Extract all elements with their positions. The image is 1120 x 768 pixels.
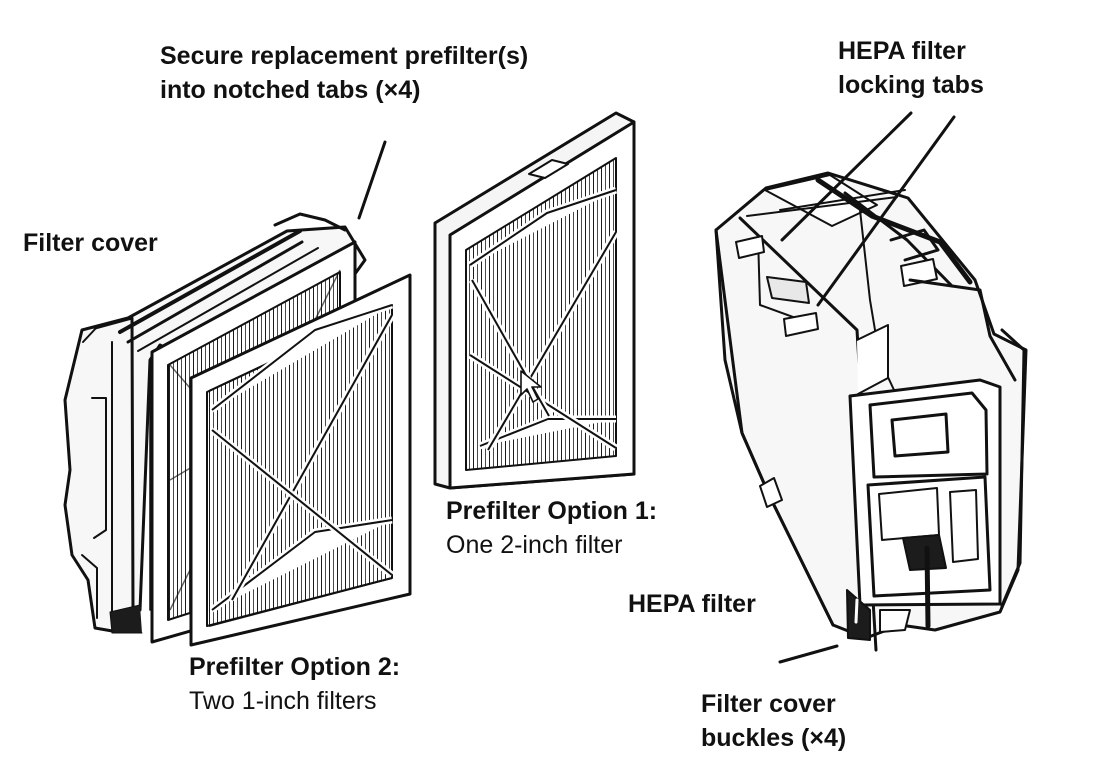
prefilter-option-1-label: Prefilter Option 1: One 2-inch filter <box>446 494 657 562</box>
filter-cover-buckles-label-line-1: Filter cover <box>701 690 836 718</box>
callout-leader-lines <box>357 111 956 664</box>
hepa-unit <box>714 171 1028 652</box>
hepa-locking-tabs-label-line-1: HEPA filter <box>838 37 966 65</box>
hepa-locking-tabs-label-line-2: locking tabs <box>838 71 984 99</box>
one-inch-prefilter-front <box>189 273 412 647</box>
hepa-filter-locking-tabs-label: HEPA filter locking tabs <box>838 34 984 102</box>
prefilter-option-2-label: Prefilter Option 2: Two 1-inch filters <box>189 650 400 718</box>
secure-prefilters-label-line-1: Secure replacement prefilter(s) <box>160 42 529 70</box>
filter-cover-label: Filter cover <box>23 229 158 257</box>
hepa-locking-tab-leader-line-1 <box>780 111 913 242</box>
prefilter-tabs-leader-line <box>357 140 387 220</box>
filter-cover-buckles-label: Filter cover buckles (×4) <box>701 687 846 755</box>
prefilter-option-1-description: One 2-inch filter <box>446 531 623 559</box>
hepa-locking-tab-leader-line-2 <box>816 115 956 307</box>
filter-cover-buckles-label-line-2: buckles (×4) <box>701 724 847 752</box>
prefilter-option-2-description: Two 1-inch filters <box>189 687 377 715</box>
prefilter-option-2-title: Prefilter Option 2: <box>189 653 401 681</box>
secure-prefilters-label-line-2: into notched tabs (×4) <box>160 76 421 104</box>
filter-cover-buckles-leader-line <box>778 644 839 664</box>
two-inch-prefilter <box>433 111 636 490</box>
secure-prefilters-label: Secure replacement prefilter(s) into not… <box>160 39 528 107</box>
hepa-filter-label: HEPA filter <box>628 590 756 618</box>
prefilter-option-1-title: Prefilter Option 1: <box>446 497 658 525</box>
